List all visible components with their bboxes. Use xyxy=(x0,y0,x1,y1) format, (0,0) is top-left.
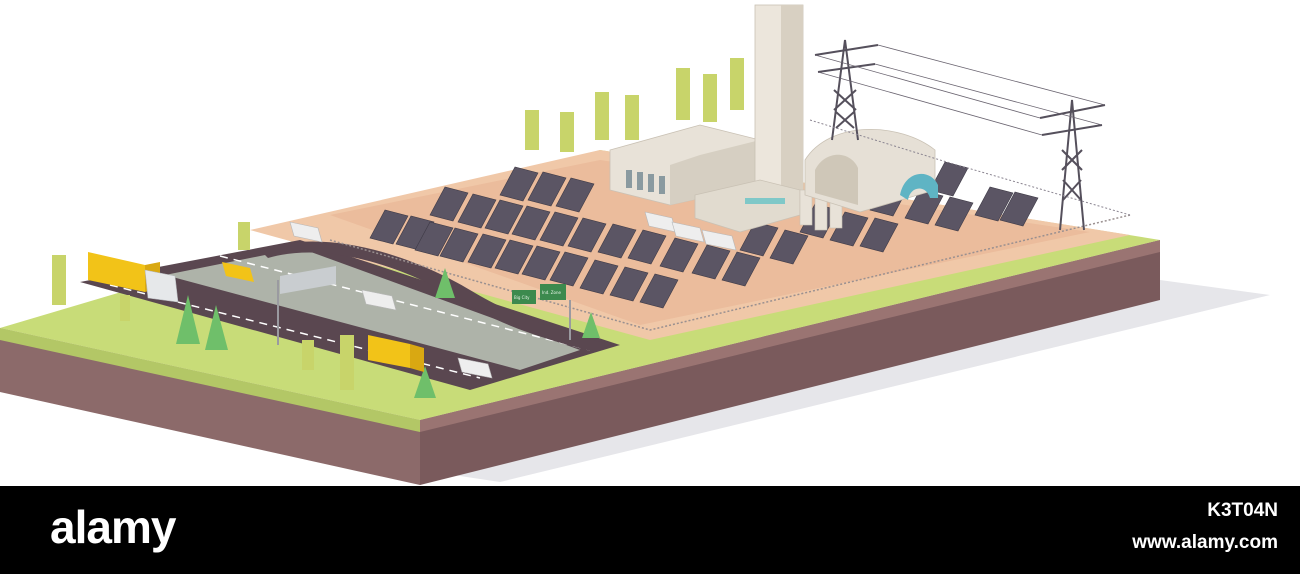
solar-panel xyxy=(369,209,409,245)
solar-panel xyxy=(627,229,667,265)
solar-panel xyxy=(467,233,507,269)
box-tree xyxy=(595,92,609,140)
hangar-door xyxy=(815,154,858,205)
box-tree xyxy=(703,74,717,122)
transmission-tower xyxy=(814,39,879,141)
yellow-car xyxy=(222,262,254,282)
transmission-tower xyxy=(1039,99,1106,231)
perimeter-fence xyxy=(329,214,1131,331)
box-tree xyxy=(730,58,744,110)
box-tree xyxy=(302,340,314,370)
lane-marking xyxy=(219,255,591,351)
ground-front-left-face xyxy=(0,328,420,485)
road-sign xyxy=(512,290,536,304)
solar-panel xyxy=(609,266,649,302)
chimney-stack-shade xyxy=(781,5,803,190)
plant-window xyxy=(648,174,654,192)
solar-panel xyxy=(414,221,454,257)
plant-window xyxy=(626,170,632,188)
solar-panel xyxy=(859,217,899,253)
car xyxy=(671,221,705,243)
watermark-bar: alamy K3T04N www.alamy.com xyxy=(0,486,1300,574)
solar-panel xyxy=(555,177,595,213)
ground-front-right-top-strip xyxy=(420,240,1160,432)
box-tree xyxy=(560,112,574,152)
solar-panel-array xyxy=(369,161,1039,309)
solar-panel xyxy=(521,245,561,281)
cooling-pipe xyxy=(745,198,785,204)
box-tree xyxy=(625,95,639,140)
plant-window xyxy=(637,172,643,190)
cone-trees xyxy=(176,268,600,398)
semi-truck xyxy=(88,252,179,303)
solar-panel xyxy=(539,211,579,247)
brand-logo: alamy xyxy=(50,501,176,553)
box-tree xyxy=(340,335,354,390)
solar-panel xyxy=(974,186,1014,222)
cone-tree xyxy=(435,268,455,298)
solar-panel xyxy=(395,215,435,251)
solar-panel xyxy=(527,171,567,207)
box-tree xyxy=(676,68,690,120)
solar-panel xyxy=(999,191,1039,227)
car xyxy=(701,229,737,251)
solar-panel xyxy=(691,244,731,280)
power-plant xyxy=(609,4,938,233)
box-tree xyxy=(120,295,130,321)
back-fence xyxy=(809,119,1131,216)
box-tree xyxy=(238,222,250,250)
cone-tree xyxy=(205,305,228,350)
power-lines xyxy=(814,44,1106,136)
highway-median xyxy=(165,248,580,370)
box-tree xyxy=(52,255,66,305)
ground-front-left-grass xyxy=(0,328,420,432)
solar-panel xyxy=(439,227,479,263)
car xyxy=(289,221,323,243)
solar-panel xyxy=(769,229,809,265)
car xyxy=(457,357,493,379)
solar-panel xyxy=(904,189,944,225)
car xyxy=(361,289,397,311)
solar-panel xyxy=(739,221,779,257)
vehicles xyxy=(88,211,737,379)
solar-panel xyxy=(499,166,539,202)
solar-panel xyxy=(659,237,699,273)
solar-panel xyxy=(567,217,607,253)
isometric-solar-farm-scene: Big City Ind. Zone xyxy=(0,4,1270,485)
solar-panel xyxy=(579,259,619,295)
exit-road xyxy=(260,241,610,352)
box-tree xyxy=(525,110,539,150)
exit-signs: Big City Ind. Zone xyxy=(512,284,571,340)
cone-tree xyxy=(176,295,200,344)
highway-sign-gantry xyxy=(277,266,336,345)
solar-panel xyxy=(429,186,469,222)
solar-panel xyxy=(484,199,524,235)
cone-tree xyxy=(414,366,436,398)
solar-panel xyxy=(597,223,637,259)
road-sign-text: Big City xyxy=(514,295,530,300)
image-id: K3T04N xyxy=(1207,500,1278,521)
plant-window xyxy=(659,176,665,194)
solar-panel xyxy=(721,251,761,287)
site-url: www.alamy.com xyxy=(1132,532,1278,553)
box-trees xyxy=(52,58,744,390)
solar-panel xyxy=(457,193,497,229)
road-sign xyxy=(540,284,566,300)
solar-panel xyxy=(934,196,974,232)
solar-panel xyxy=(494,239,534,275)
car xyxy=(289,211,737,379)
cone-tree xyxy=(582,312,600,338)
ground-front-right-face xyxy=(420,240,1160,485)
hangar-pipe xyxy=(900,173,938,200)
solar-panel xyxy=(511,205,551,241)
solar-panel xyxy=(639,273,679,309)
road-sign-text: Ind. Zone xyxy=(542,290,562,295)
box-truck xyxy=(368,335,424,372)
